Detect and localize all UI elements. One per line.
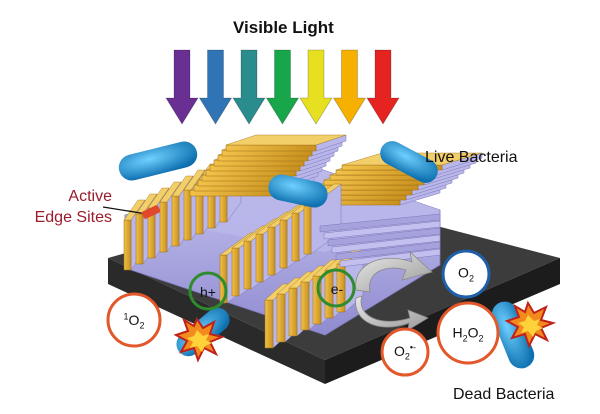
flake-slab [183, 189, 192, 241]
flake-slab [225, 144, 317, 152]
oxygen-label: O2 [458, 264, 474, 284]
down-arrow-icon [366, 49, 400, 125]
flake-slab [159, 201, 168, 253]
down-arrow-icon [265, 49, 300, 125]
flake-slab [159, 181, 182, 203]
flake-slab [255, 233, 264, 283]
flake-slab [171, 175, 194, 197]
active-edge-line2: Edge Sites [34, 209, 112, 226]
peroxide-circle [436, 301, 500, 365]
electron-label: e- [330, 281, 344, 297]
curved-arrow-icon [355, 250, 433, 293]
flake-slab [279, 219, 288, 269]
lavender-plate [327, 227, 441, 247]
flake-slab [264, 299, 274, 349]
flake-slab [225, 134, 347, 146]
flake-slab [303, 205, 312, 255]
flake-slab [243, 240, 252, 290]
visible-light-arrows [165, 49, 400, 125]
flake-slab [291, 212, 300, 262]
flake-slab [267, 226, 276, 276]
active-edge-line1: Active [68, 188, 112, 205]
down-arrow-icon [198, 49, 233, 125]
flake-slab [276, 293, 286, 343]
down-arrow-icon [165, 49, 199, 125]
hole-circle [188, 271, 228, 311]
flake-slab [123, 219, 132, 271]
lavender-plate [331, 234, 441, 254]
lavender-plate [323, 220, 441, 240]
oxygen-circle [441, 249, 491, 299]
photocatalyst-flakes [123, 134, 483, 349]
flake-slab [123, 199, 146, 221]
lavender-plate [335, 241, 441, 261]
flake-slab [288, 287, 298, 337]
down-arrow-icon [299, 49, 333, 125]
dead-bacteria-label: Dead Bacteria [453, 386, 555, 403]
singlet-oxygen-circle [106, 292, 162, 348]
flake-slab [183, 169, 206, 191]
electron-circle [316, 268, 356, 308]
flake-slab [231, 247, 240, 297]
hole-label: h+ [200, 284, 216, 300]
superoxide-circle [380, 327, 430, 377]
active-edge-sites-label: Active Edge Sites [12, 186, 112, 228]
peroxide-label: H2O2 [452, 324, 484, 344]
down-arrow-icon [232, 49, 266, 125]
down-arrow-icon [332, 49, 367, 125]
live-bacteria-label: Live Bacteria [425, 149, 518, 166]
flake-slab [135, 193, 158, 215]
flake-slab [300, 281, 310, 331]
superoxide-label: O2•- [393, 342, 417, 362]
flake-slab [171, 195, 180, 247]
lavender-plate [319, 213, 441, 233]
flake-slab [135, 213, 144, 265]
singlet-oxygen-label: 1O2 [123, 311, 145, 331]
diagram-title: Visible Light [233, 18, 334, 37]
